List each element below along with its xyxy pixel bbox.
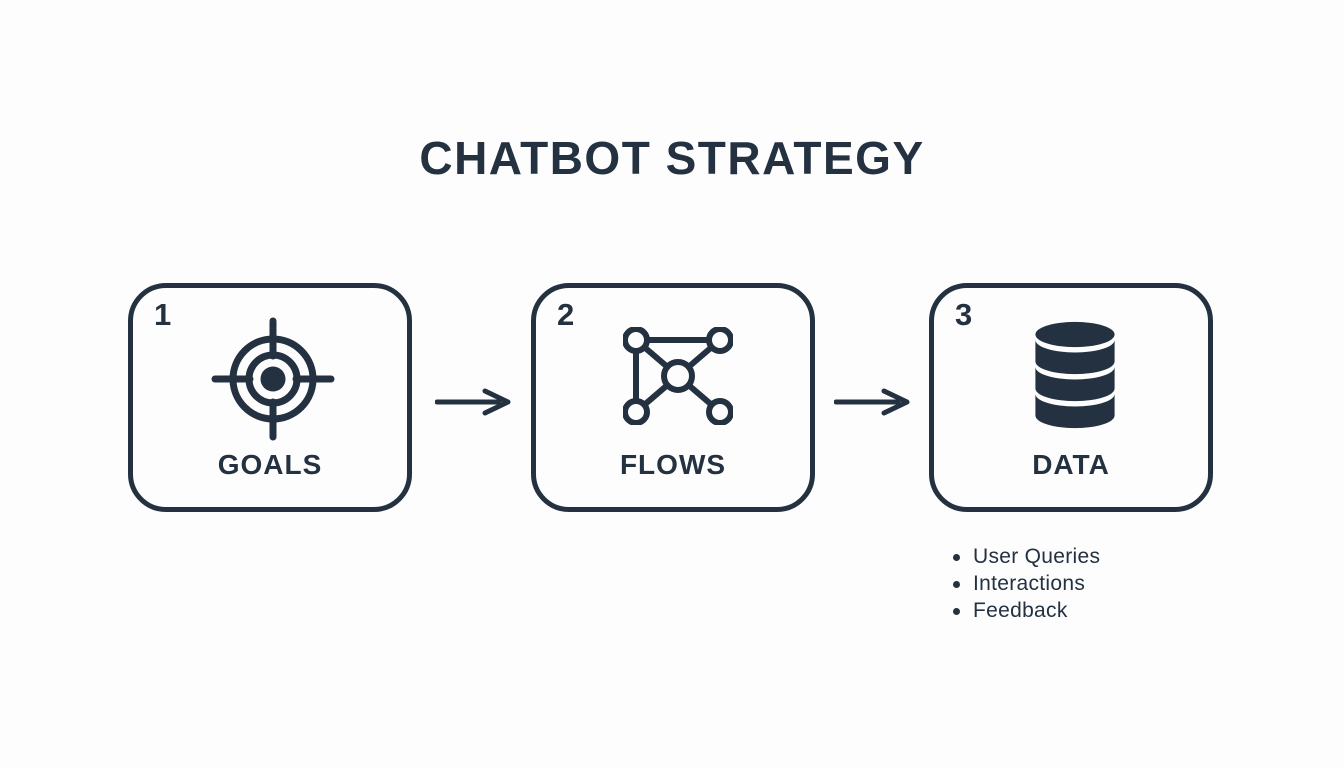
step-card-data: 3 DATA [929,283,1213,512]
list-item: Feedback [953,597,1100,624]
step-card-flows: 2 FLOWS [531,283,815,512]
bullet-icon [953,607,960,615]
arrow-right-icon [434,388,513,421]
step-label: FLOWS [619,449,727,480]
database-icon [1030,320,1120,430]
step-label: DATA [1032,449,1110,480]
data-sources-list: User Queries Interactions Feedback [953,543,1100,624]
page-title: CHATBOT STRATEGY [419,132,925,184]
step-label: GOALS [217,449,323,480]
list-item-label: Interactions [973,571,1086,595]
bullet-icon [953,580,960,588]
bullet-icon [953,553,960,561]
list-item-label: Feedback [973,598,1068,622]
target-icon [211,317,335,441]
step-number: 2 [557,297,575,332]
list-item: User Queries [953,543,1100,570]
list-item-label: User Queries [973,544,1101,568]
arrow-right-icon [833,388,912,421]
list-item: Interactions [953,570,1100,597]
step-card-goals: 1 GOALS [128,283,412,512]
network-icon [623,327,733,425]
step-number: 3 [955,297,973,332]
step-number: 1 [154,297,172,332]
